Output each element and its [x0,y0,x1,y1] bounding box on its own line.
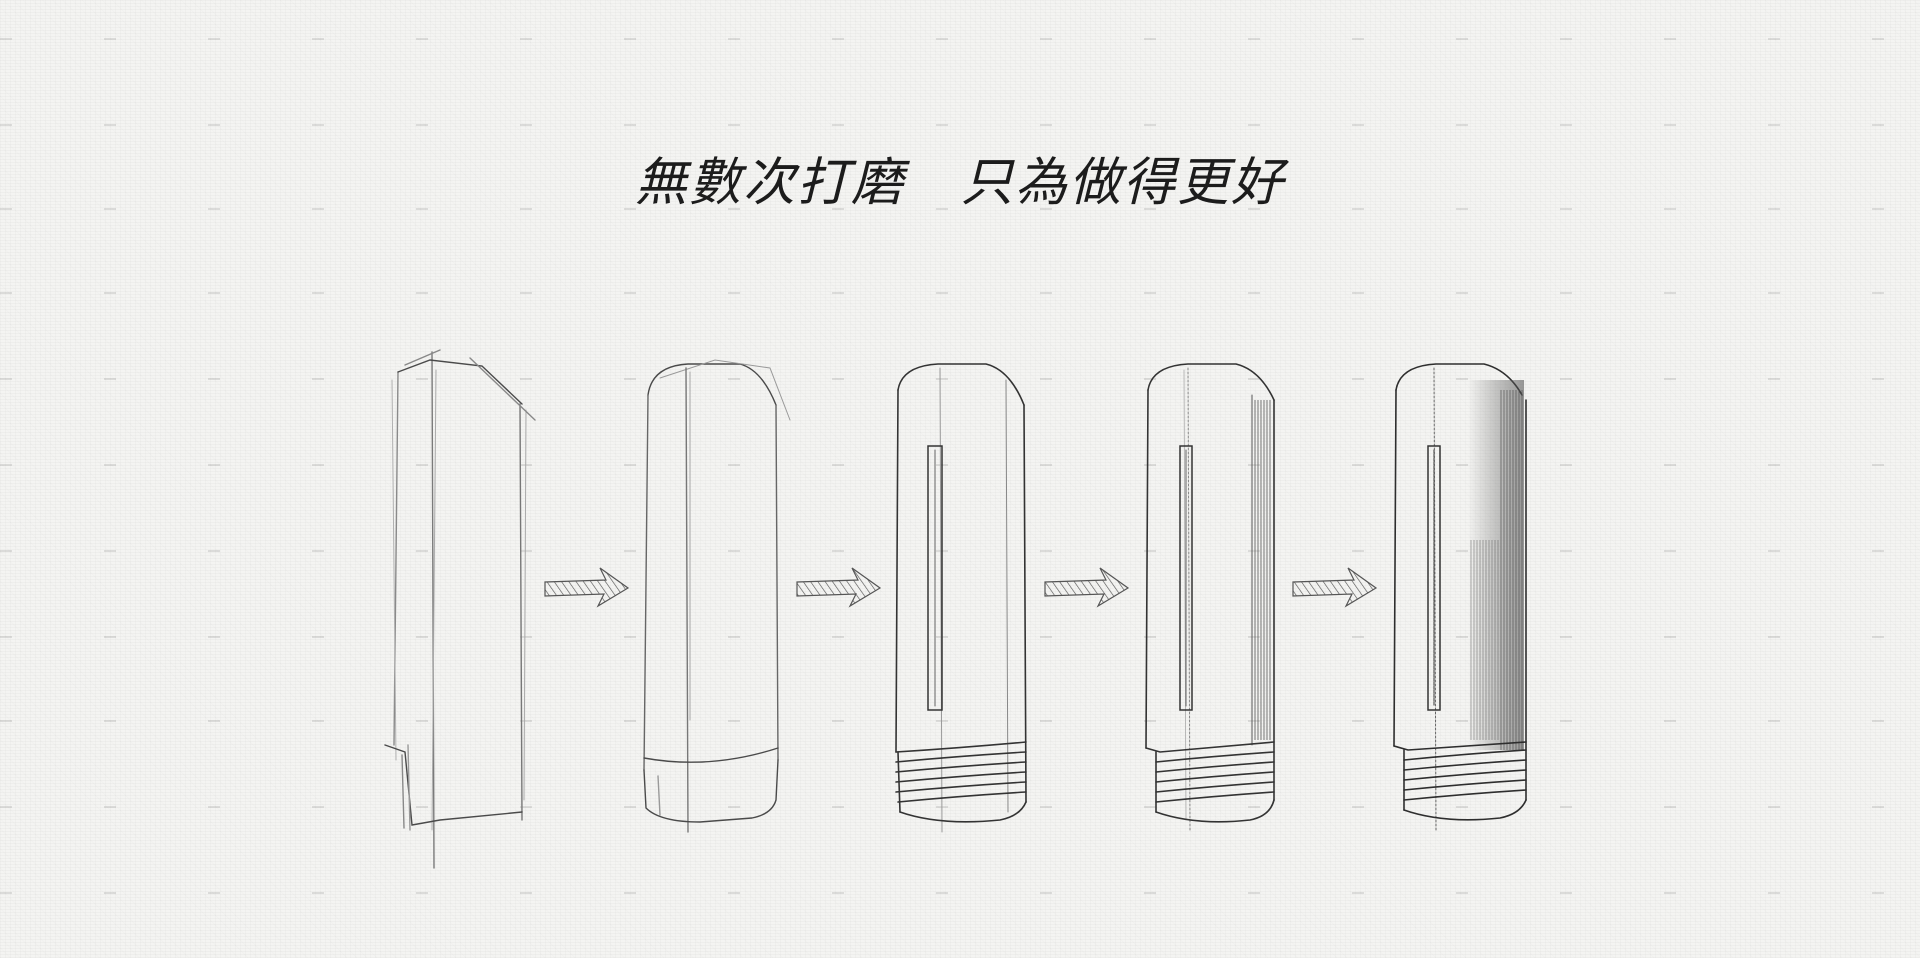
headline-part-2: 只為做得更好 [961,153,1286,213]
headline-part-1: 無數次打磨 [634,153,905,213]
arrow-2 [796,567,882,608]
paper-dash-row [0,124,1920,126]
paper-dash-row [0,292,1920,294]
arrow-4 [1292,567,1378,608]
paper-dash-row [0,720,1920,722]
stage-4-side-hatching [1145,363,1275,831]
paper-dash-row [0,38,1920,40]
arrow-1 [544,567,630,608]
paper-dash-row [0,378,1920,380]
paper-dash-row [0,550,1920,552]
paper-dash-row [0,892,1920,894]
paper-dash-row [0,806,1920,808]
paper-dash-row [0,208,1920,210]
stage-5-final-shading [1393,363,1527,831]
paper-dash-row [0,464,1920,466]
stage-1-rough-outline [384,349,536,869]
stage-3-threads-and-slot [895,363,1027,833]
paper-dash-row [0,636,1920,638]
arrow-3 [1044,567,1130,608]
headline: 無數次打磨只為做得更好 [0,140,1920,215]
stage-2-rounded-outline [643,359,791,833]
